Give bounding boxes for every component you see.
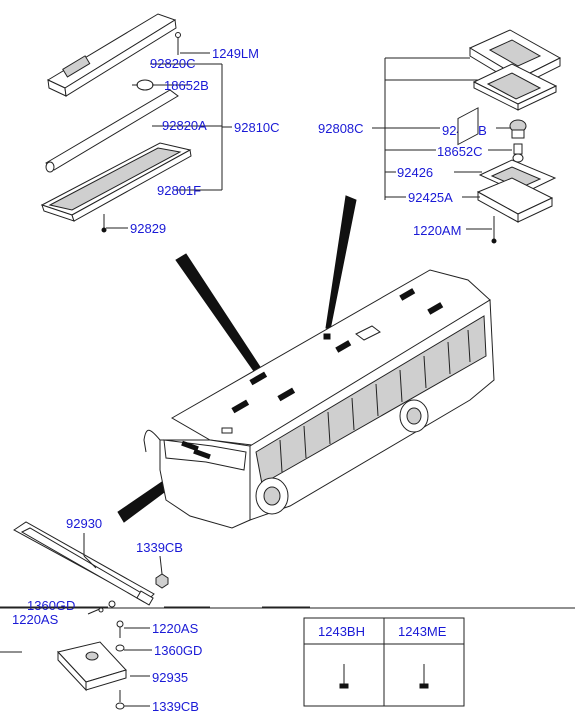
front-lamp-drawing	[13, 521, 169, 615]
part-label-1360gd-lower: 1360GD	[154, 643, 202, 658]
screw-table	[303, 617, 465, 707]
screw-table-header-1243bh: 1243BH	[318, 624, 365, 639]
part-label-92810c: 92810C	[234, 120, 280, 135]
interior-lamp-drawing	[40, 13, 192, 233]
lamp-module-leaders	[0, 627, 152, 707]
lamp-module-drawing	[57, 620, 127, 710]
screw-table-header-1243me: 1243ME	[398, 624, 447, 639]
part-label-1339cb-upper: 1339CB	[136, 540, 183, 555]
part-label-92935: 92935	[152, 670, 188, 685]
bus-window-pillars	[279, 329, 471, 473]
part-label-1360gd-upper: 1360GD	[27, 598, 75, 613]
part-label-1220as-upper: 1220AS	[12, 612, 59, 627]
part-label-1220as-lower: 1220AS	[152, 621, 199, 636]
part-label-1339cb-lower: 1339CB	[152, 699, 199, 714]
part-label-92829: 92829	[130, 221, 166, 236]
dome-lamp-leaders	[372, 57, 512, 230]
part-label-92930: 92930	[66, 516, 102, 531]
part-label-92808c: 92808C	[318, 121, 364, 136]
part-label-1220am: 1220AM	[413, 223, 461, 238]
bus-roof-lamps	[221, 288, 444, 434]
part-label-92426: 92426	[397, 165, 433, 180]
interior-lamp-leaders	[106, 52, 232, 229]
part-label-1249lm: 1249LM	[212, 46, 259, 61]
screw-icon	[419, 664, 429, 689]
part-label-18652b: 18652B	[164, 78, 209, 93]
bus-wheels	[255, 399, 429, 515]
part-label-92425a: 92425A	[408, 190, 453, 205]
part-label-92820c: 92820C	[150, 56, 196, 71]
part-label-92820a: 92820A	[162, 118, 207, 133]
bus-illustration	[143, 107, 495, 529]
part-label-92801f: 92801F	[157, 183, 201, 198]
screw-icon	[339, 664, 349, 689]
part-label-18652c: 18652C	[437, 144, 483, 159]
front-lamp-leaders	[0, 533, 163, 608]
